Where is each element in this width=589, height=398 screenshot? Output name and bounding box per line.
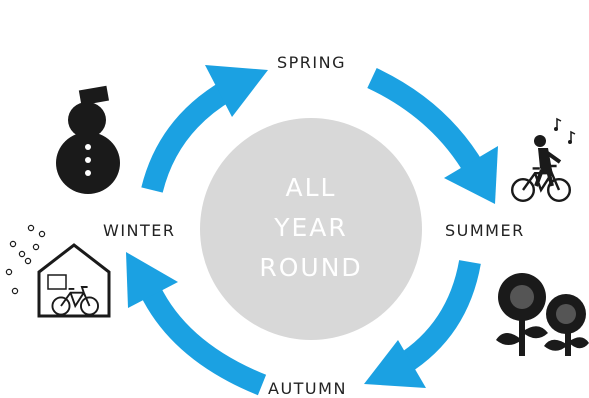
- label-spring: SPRING: [277, 53, 346, 72]
- label-summer: SUMMER: [445, 221, 525, 240]
- sunflowers-icon: [496, 273, 589, 356]
- center-line-1: ALL: [206, 168, 416, 208]
- center-label: ALL YEAR ROUND: [206, 168, 416, 288]
- center-line-2: YEAR: [206, 208, 416, 248]
- label-autumn: AUTUMN: [268, 379, 347, 398]
- center-line-3: ROUND: [206, 248, 416, 288]
- snowman-icon: [56, 86, 120, 194]
- cyclist-music-icon: [512, 119, 575, 201]
- house-bicycle-icon: [39, 245, 109, 316]
- label-winter: WINTER: [103, 221, 176, 240]
